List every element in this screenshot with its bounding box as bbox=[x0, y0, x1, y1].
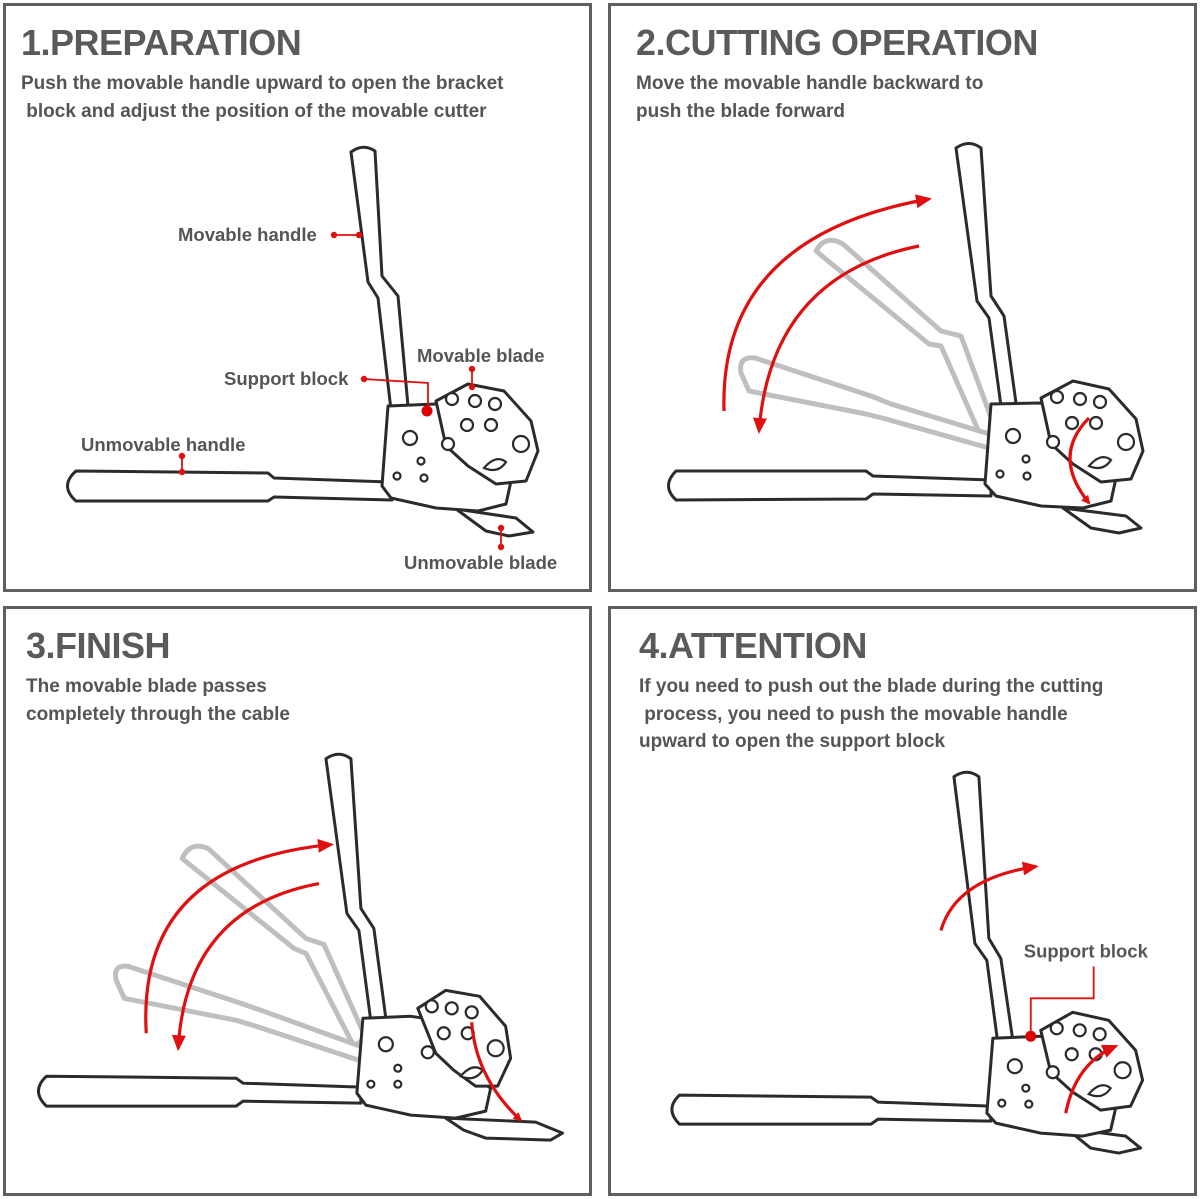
movable-handle bbox=[349, 145, 410, 412]
label-unmovable-blade: Unmovable blade bbox=[404, 552, 557, 573]
unmovable-handle bbox=[36, 1074, 363, 1108]
movable-handle bbox=[954, 142, 1018, 408]
panel-description: If you need to push out the blade during… bbox=[639, 676, 1104, 752]
unmovable-handle bbox=[66, 469, 394, 503]
unmovable-handle bbox=[670, 1093, 993, 1126]
panel-finish: 3.FINISH The movable blade passes comple… bbox=[3, 606, 592, 1196]
ghost-handle-1 bbox=[813, 237, 999, 444]
movable-blade-shape bbox=[1039, 379, 1145, 484]
unmovable-blade-shape bbox=[454, 507, 535, 538]
movable-blade-shape bbox=[434, 382, 540, 486]
rotate-arrow-inner bbox=[171, 881, 320, 1052]
rotate-arrow-outer bbox=[722, 194, 932, 412]
rotate-arrow-outer bbox=[144, 838, 334, 1034]
label-movable-blade: Movable blade bbox=[417, 345, 544, 366]
handle-up-arrow bbox=[939, 861, 1039, 931]
blade-arrow bbox=[470, 1022, 523, 1122]
label-support-block: Support block bbox=[224, 368, 349, 389]
panel-title: 4.ATTENTION bbox=[639, 625, 867, 666]
panel-cutting-operation: 2.CUTTING OPERATION Move the movable han… bbox=[608, 3, 1197, 592]
label-support-block: Support block bbox=[1024, 940, 1149, 961]
blade-arrow bbox=[1064, 1044, 1119, 1114]
cutter-diagram bbox=[36, 752, 565, 1142]
rotate-arrow-inner bbox=[753, 244, 920, 434]
label-unmovable-handle: Unmovable handle bbox=[81, 434, 245, 455]
label-movable-handle: Movable handle bbox=[178, 224, 317, 245]
panel-description: Move the movable handle backward to push… bbox=[636, 73, 984, 122]
ghost-handle-2 bbox=[113, 963, 369, 1063]
panel-description: The movable blade passes completely thro… bbox=[26, 676, 290, 725]
panel-preparation: 1.PREPARATION Push the movable handle up… bbox=[3, 3, 592, 592]
ghost-handle-2 bbox=[738, 355, 999, 451]
movable-handle bbox=[952, 770, 1015, 1045]
panel-description: Push the movable handle upward to open t… bbox=[21, 73, 504, 122]
panel-title: 3.FINISH bbox=[26, 625, 171, 666]
movable-handle bbox=[324, 752, 388, 1023]
blade-arrow bbox=[1068, 416, 1091, 505]
unmovable-handle bbox=[667, 469, 993, 502]
panel-title: 2.CUTTING OPERATION bbox=[636, 22, 1038, 63]
cutter-diagram: Movable handle Support block Movable bla… bbox=[66, 145, 557, 573]
panel-attention: 4.ATTENTION If you need to push out the … bbox=[608, 606, 1197, 1196]
cutter-diagram: Support block bbox=[670, 770, 1149, 1155]
cutter-diagram bbox=[667, 142, 1145, 535]
panel-title: 1.PREPARATION bbox=[21, 22, 302, 63]
ghost-handle-1 bbox=[179, 843, 369, 1049]
